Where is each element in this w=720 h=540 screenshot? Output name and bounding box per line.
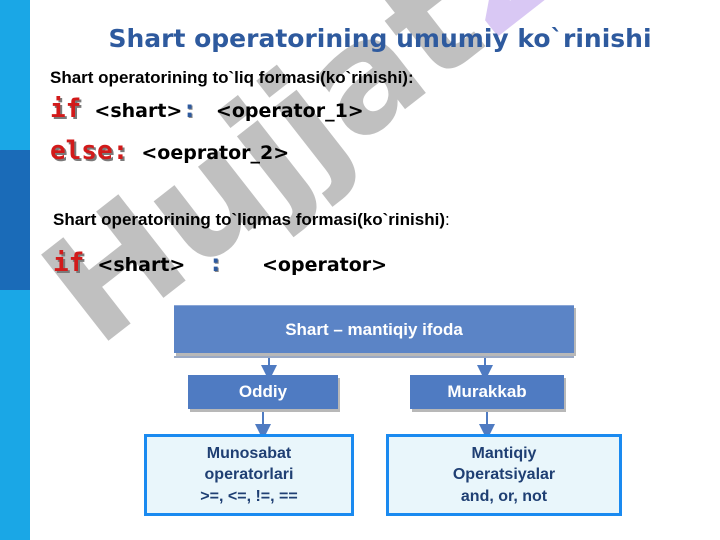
- leaf-line: Munosabat: [206, 444, 292, 462]
- keyword-else: else:: [50, 136, 129, 166]
- short-form-heading: Shart operatorining to`liqmas formasi(ko…: [53, 210, 450, 230]
- side-bar-accent: [0, 150, 30, 290]
- keyword-if: if: [53, 248, 85, 278]
- page-title: Shart operatorining umumiy ko`rinishi: [108, 24, 652, 53]
- leaf-line: Mantiqiy: [471, 444, 537, 462]
- short-form-heading-colon: :: [444, 210, 450, 229]
- diagram-mantiqiy-box: Mantiqiy Operatsiyalar and, or, not: [386, 434, 622, 516]
- diagram-munosabat-box: Munosabat operatorlari >=, <=, !=, ==: [144, 434, 354, 516]
- operator-2-placeholder: <oeprator_2>: [141, 142, 290, 164]
- operator-placeholder: <operator>: [262, 254, 388, 276]
- leaf-line: operatorlari: [204, 466, 294, 484]
- diagram-oddiy-box: Oddiy: [188, 375, 338, 409]
- leaf-line: >=, <=, !=, ==: [200, 487, 298, 505]
- diagram-murakkab-box: Murakkab: [410, 375, 564, 409]
- leaf-line: Operatsiyalar: [452, 466, 556, 484]
- full-form-heading: Shart operatorining to`liq formasi(ko`ri…: [50, 68, 414, 87]
- diagram-root-box: Shart – mantiqiy ifoda: [174, 305, 574, 353]
- colon-separator: :: [208, 249, 223, 277]
- full-form-line-1: if <shart>: <operator_1>: [50, 94, 364, 124]
- short-form-line: if <shart> : <operator>: [53, 248, 387, 278]
- colon-separator: :: [182, 95, 197, 123]
- condition-placeholder: <shart>: [94, 100, 183, 122]
- short-form-heading-text: Shart operatorining to`liqmas formasi(ko…: [53, 210, 445, 229]
- operator-1-placeholder: <operator_1>: [215, 100, 364, 122]
- leaf-line: and, or, not: [460, 487, 548, 505]
- keyword-if: if: [50, 94, 82, 124]
- full-form-line-2: else: <oeprator_2>: [50, 136, 289, 166]
- condition-placeholder: <shart>: [97, 254, 186, 276]
